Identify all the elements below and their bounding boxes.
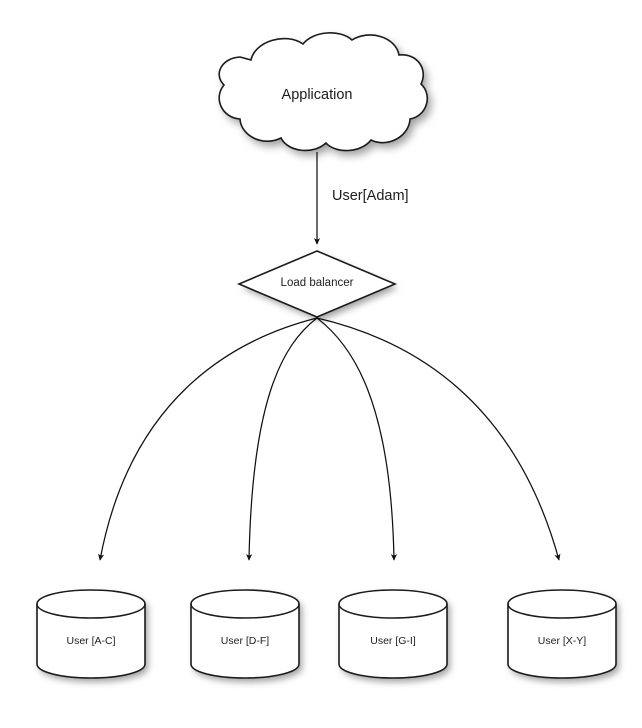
- load-balancer-label: Load balancer: [281, 277, 354, 289]
- database-3-label: User [G-I]: [370, 635, 416, 647]
- cylinder-4-top-ellipse: [507, 603, 617, 619]
- cylinder-3-top-ellipse: [338, 603, 448, 619]
- node-load-balancer[interactable]: Load balancer: [236, 250, 398, 318]
- edge-label-user-adam: User[Adam]: [332, 188, 409, 204]
- node-application-cloud[interactable]: Application: [218, 32, 429, 152]
- connector-balancer-db-4: [316, 317, 561, 561]
- connector-balancer-db-3: [316, 317, 397, 561]
- database-1-label: User [A-C]: [66, 635, 115, 647]
- edges-balancer-to-databases: [98, 317, 561, 561]
- node-database-2[interactable]: User [D-F]: [190, 589, 300, 679]
- cloud-label: Application: [282, 87, 353, 103]
- node-database-4[interactable]: User [X-Y]: [507, 589, 617, 679]
- node-database-3[interactable]: User [G-I]: [338, 589, 448, 679]
- node-database-1[interactable]: User [A-C]: [36, 589, 146, 679]
- cylinder-1-top-ellipse: [36, 603, 146, 619]
- database-4-label: User [X-Y]: [538, 635, 587, 647]
- database-2-label: User [D-F]: [221, 635, 269, 647]
- edge-app-to-balancer: User[Adam]: [313, 152, 409, 245]
- cylinder-2-top-ellipse: [190, 603, 300, 619]
- connector-balancer-db-1: [98, 317, 318, 561]
- connector-balancer-db-2: [246, 317, 318, 561]
